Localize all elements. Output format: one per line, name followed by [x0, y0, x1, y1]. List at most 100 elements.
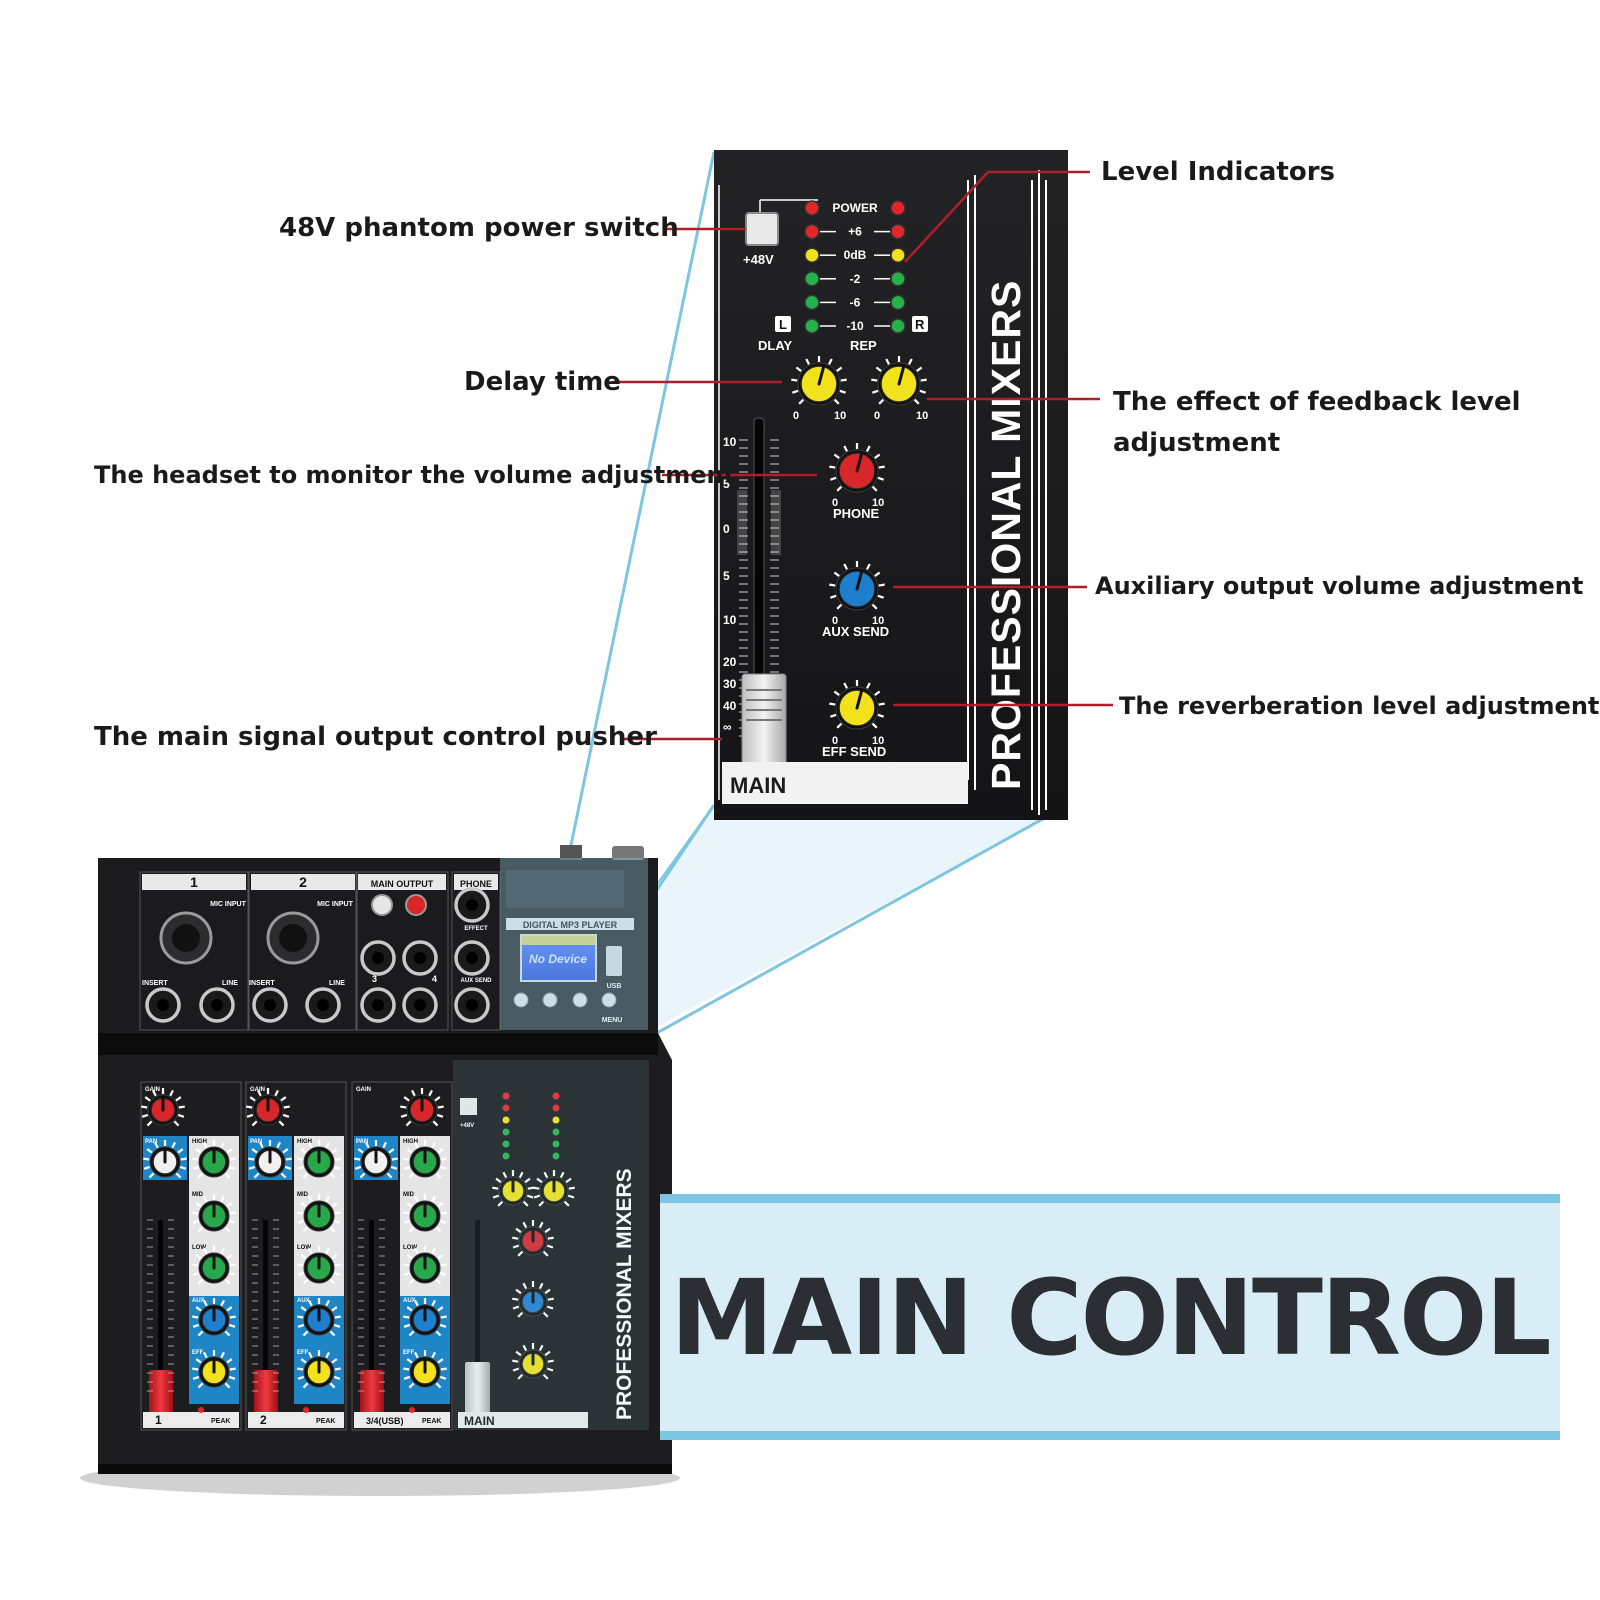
knob-tick: [391, 1157, 398, 1161]
mp3-button[interactable]: [513, 992, 529, 1008]
eff-knob[interactable]: [192, 1350, 236, 1389]
knob-tick: [148, 1172, 155, 1179]
high-eq-knob[interactable]: [297, 1140, 341, 1179]
meter-label: POWER: [832, 201, 878, 215]
gain-knob[interactable]: [246, 1088, 290, 1127]
mini-led-right: [552, 1116, 560, 1124]
pan-knob[interactable]: [354, 1140, 398, 1179]
high-eq-knob[interactable]: [192, 1140, 236, 1179]
callout-reverb: The reverberation level adjustment: [1119, 692, 1600, 720]
pan-knob[interactable]: [248, 1140, 292, 1179]
pan-label: PAN: [145, 1139, 157, 1145]
mini-eff-send-knob[interactable]: [512, 1343, 554, 1380]
eff-label: EFF: [297, 1350, 309, 1356]
usb-port[interactable]: [606, 946, 622, 976]
knob-tick: [568, 1186, 575, 1190]
mid-eq-knob[interactable]: [297, 1194, 341, 1233]
knob-tick: [253, 1172, 260, 1179]
mid-eq-knob[interactable]: [403, 1194, 447, 1233]
channel-fader-cap[interactable]: [254, 1370, 278, 1414]
phone-max: 10: [872, 497, 884, 509]
pan-knob[interactable]: [143, 1140, 187, 1179]
knob-tick: [195, 1358, 202, 1364]
mini-led-left: [502, 1104, 510, 1112]
knob-tick: [192, 1157, 199, 1161]
knob-tick: [192, 1375, 200, 1380]
mini-dlay-knob[interactable]: [492, 1170, 534, 1207]
mini-rep-knob[interactable]: [533, 1170, 575, 1207]
mini-phone-knob[interactable]: [512, 1220, 554, 1257]
knob-tick: [300, 1202, 307, 1208]
rep-knob[interactable]: [871, 356, 927, 406]
knob-tick: [388, 1148, 395, 1154]
eff-knob[interactable]: [403, 1350, 447, 1389]
knob-tick: [278, 1120, 285, 1127]
knob-tick: [833, 398, 840, 405]
mid-eq-knob[interactable]: [192, 1194, 236, 1233]
knob-tick: [297, 1263, 304, 1267]
channel-strip: [140, 1081, 242, 1431]
mini-aux-send-knob[interactable]: [512, 1281, 554, 1318]
knob-tick: [522, 1221, 528, 1229]
knob-tick: [559, 1171, 565, 1179]
mini-phantom-switch[interactable]: [460, 1098, 477, 1115]
knob-tick: [197, 1382, 204, 1389]
knob-tick: [512, 1244, 520, 1249]
gain-label: GAIN: [356, 1087, 371, 1093]
aux-knob[interactable]: [403, 1298, 447, 1337]
rca-left[interactable]: [371, 894, 393, 916]
knob-tick: [833, 571, 840, 577]
gain-knob[interactable]: [400, 1088, 444, 1127]
low-eq-knob[interactable]: [192, 1246, 236, 1285]
knob-tick: [192, 1219, 200, 1224]
knob-tick: [872, 389, 879, 394]
jack-hole: [414, 952, 426, 964]
channel-fader-cap[interactable]: [149, 1370, 173, 1414]
mini-main-fader-cap[interactable]: [465, 1362, 490, 1414]
mini-led-right: [552, 1104, 560, 1112]
rca-right[interactable]: [405, 894, 427, 916]
knob-tick: [920, 378, 927, 382]
knob-tick: [843, 682, 848, 689]
eff-send-label: EFF SEND: [822, 744, 886, 759]
meter-left-tag: L: [779, 317, 787, 332]
phantom-48v-switch[interactable]: [745, 212, 779, 246]
aux-send-knob[interactable]: [829, 561, 885, 611]
knob-tick: [431, 1141, 436, 1149]
knob-tick: [431, 1351, 436, 1359]
eff-knob[interactable]: [297, 1350, 341, 1389]
mp3-button[interactable]: [542, 992, 558, 1008]
gain-knob[interactable]: [141, 1088, 185, 1127]
jack-hole: [372, 999, 384, 1011]
callout-pusher: The main signal output control pusher: [94, 722, 657, 752]
knob-tick: [257, 1089, 262, 1097]
knob-tick: [175, 1172, 182, 1179]
input-4-label: 4: [432, 974, 437, 984]
aux-knob[interactable]: [192, 1298, 236, 1337]
channel-fader-cap[interactable]: [360, 1370, 384, 1414]
phone-knob[interactable]: [829, 443, 885, 493]
phone-min: 0: [832, 497, 838, 509]
zoomed-main-panel: PROFESSIONAL MIXERS +48V POWER+60dB-2-6-…: [714, 150, 1068, 820]
low-eq-knob[interactable]: [297, 1246, 341, 1285]
knob-tick: [435, 1330, 442, 1337]
knob-tick: [382, 1141, 387, 1149]
aux-knob[interactable]: [297, 1298, 341, 1337]
dlay-knob[interactable]: [791, 356, 847, 406]
rear-section-title: PHONE: [460, 879, 492, 889]
mini-led-right: [552, 1152, 560, 1160]
knob-tick: [502, 1171, 508, 1179]
mp3-button[interactable]: [601, 992, 617, 1008]
eff-send-knob[interactable]: [829, 680, 885, 730]
knob-tick: [542, 1311, 549, 1318]
knob-tick: [440, 1211, 447, 1215]
knob-tick: [495, 1177, 502, 1184]
led-right: [890, 223, 906, 240]
knob-tick: [354, 1157, 361, 1161]
high-eq-knob[interactable]: [403, 1140, 447, 1179]
knob-tick: [229, 1211, 236, 1215]
low-eq-knob[interactable]: [403, 1246, 447, 1285]
knob-tick: [297, 1271, 305, 1276]
mp3-button[interactable]: [572, 992, 588, 1008]
knob-tick: [228, 1271, 236, 1276]
